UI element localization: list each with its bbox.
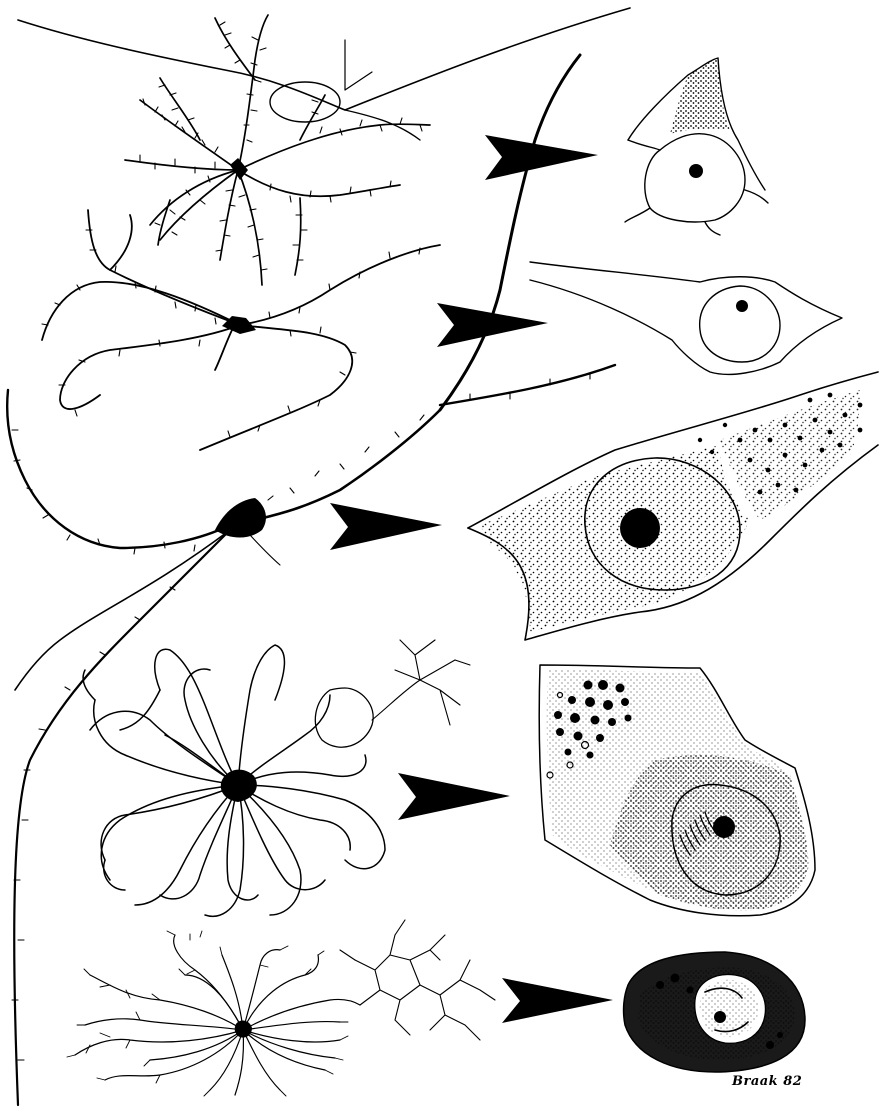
arrow-1: [485, 135, 598, 180]
nucleolus-2: [736, 300, 748, 312]
arrow-4: [398, 773, 510, 820]
nucleolus-3: [620, 508, 660, 548]
nucleolus-1: [689, 164, 703, 178]
pyramidal-neuron-large: [12, 373, 590, 1060]
granule-neuron: [67, 920, 495, 1096]
cell-detail-3: [468, 372, 878, 640]
arrow-3: [330, 503, 442, 550]
arrow-2: [437, 303, 548, 347]
spiny-stellate-neuron: [125, 15, 430, 285]
artist-signature: Braak 82: [732, 1074, 802, 1089]
cell-detail-5: [624, 952, 805, 1072]
nucleolus-4: [713, 816, 735, 838]
arrow-5: [502, 978, 613, 1023]
pyramidal-neuron-small: [42, 210, 440, 450]
cell-detail-4: [539, 665, 815, 916]
cell-detail-2: [530, 262, 842, 374]
nucleolus-5: [714, 1011, 726, 1023]
cell-detail-1: [625, 58, 768, 235]
